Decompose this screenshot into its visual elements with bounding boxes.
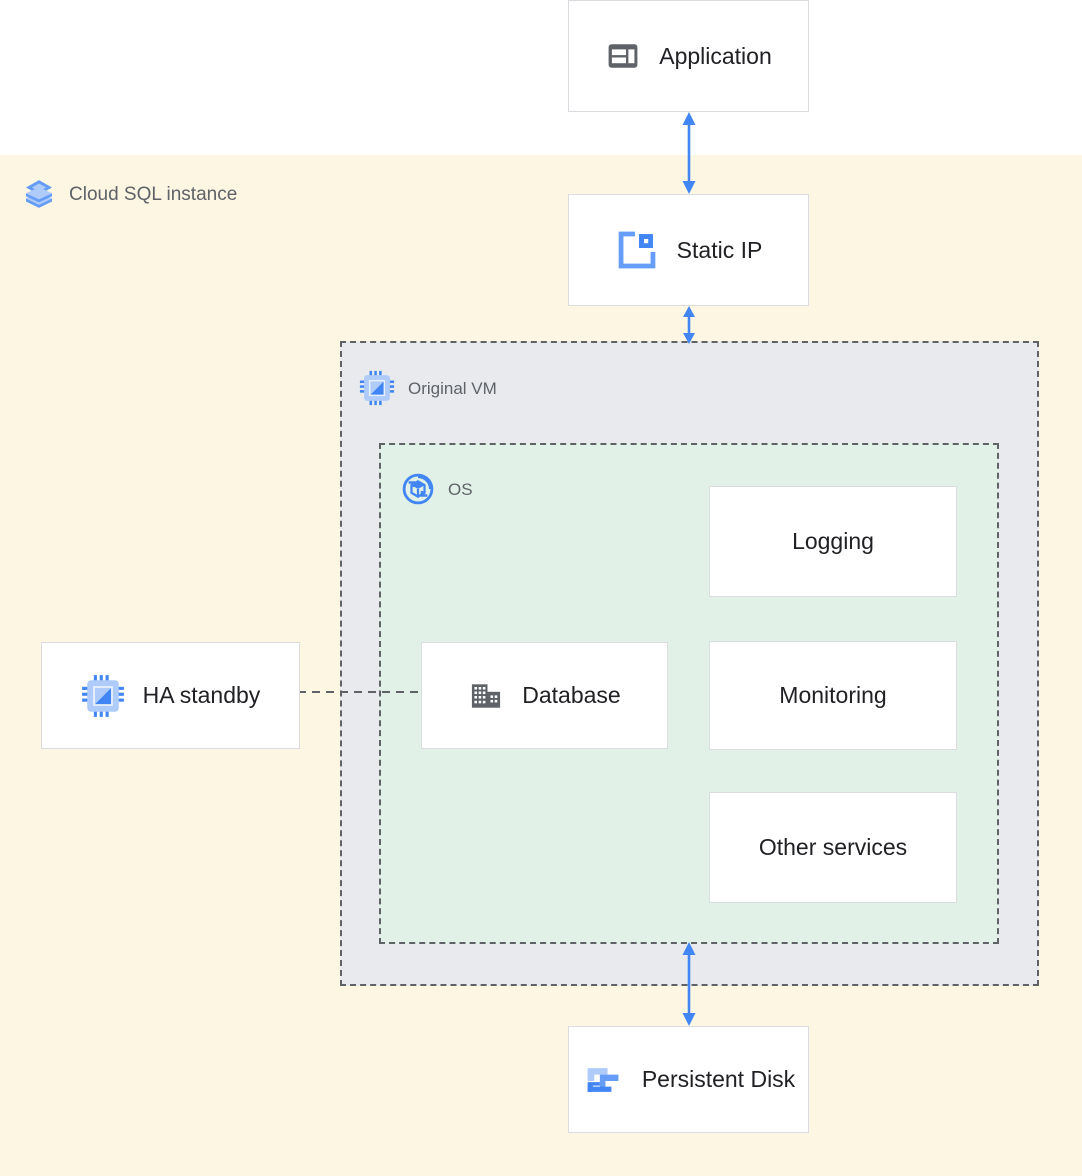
region-label-text: OS <box>448 479 473 499</box>
node-ha-standby[interactable]: HA standby <box>41 642 300 749</box>
cpu-chip-icon <box>81 674 125 718</box>
node-label: HA standby <box>142 682 261 709</box>
layers-icon <box>22 177 56 211</box>
node-other-services[interactable]: Other services <box>709 792 957 903</box>
node-database[interactable]: Database <box>421 642 668 749</box>
region-label-text: Cloud SQL instance <box>69 183 238 205</box>
connector-ha-standby-to-database <box>298 688 424 696</box>
connector-application-to-static-ip <box>668 110 710 196</box>
static-ip-icon <box>615 228 659 272</box>
node-logging[interactable]: Logging <box>709 486 957 597</box>
node-monitoring[interactable]: Monitoring <box>709 641 957 750</box>
node-label: Other services <box>758 834 908 861</box>
node-persistent-disk[interactable]: Persistent Disk <box>568 1026 809 1133</box>
persistent-disk-icon <box>582 1059 624 1101</box>
os-disc-icon <box>401 472 435 506</box>
connector-original-vm-to-persistent-disk <box>668 940 710 1028</box>
region-label-original-vm: Original VM <box>359 370 497 406</box>
node-label: Monitoring <box>779 682 887 709</box>
node-label: Database <box>522 682 621 709</box>
region-label-cloud-sql-instance: Cloud SQL instance <box>22 177 237 211</box>
dashboard-layout-icon <box>605 38 641 74</box>
node-label: Persistent Disk <box>641 1066 796 1093</box>
region-label-text: Original VM <box>408 378 497 398</box>
cpu-chip-icon <box>359 370 395 406</box>
connector-static-ip-to-original-vm <box>668 304 710 346</box>
region-label-os: OS <box>401 472 473 506</box>
node-static-ip[interactable]: Static IP <box>568 194 809 306</box>
node-label: Static IP <box>676 236 763 263</box>
node-label: Logging <box>792 528 874 555</box>
database-building-icon <box>468 678 504 714</box>
node-application[interactable]: Application <box>568 0 809 112</box>
node-label: Application <box>659 42 772 69</box>
